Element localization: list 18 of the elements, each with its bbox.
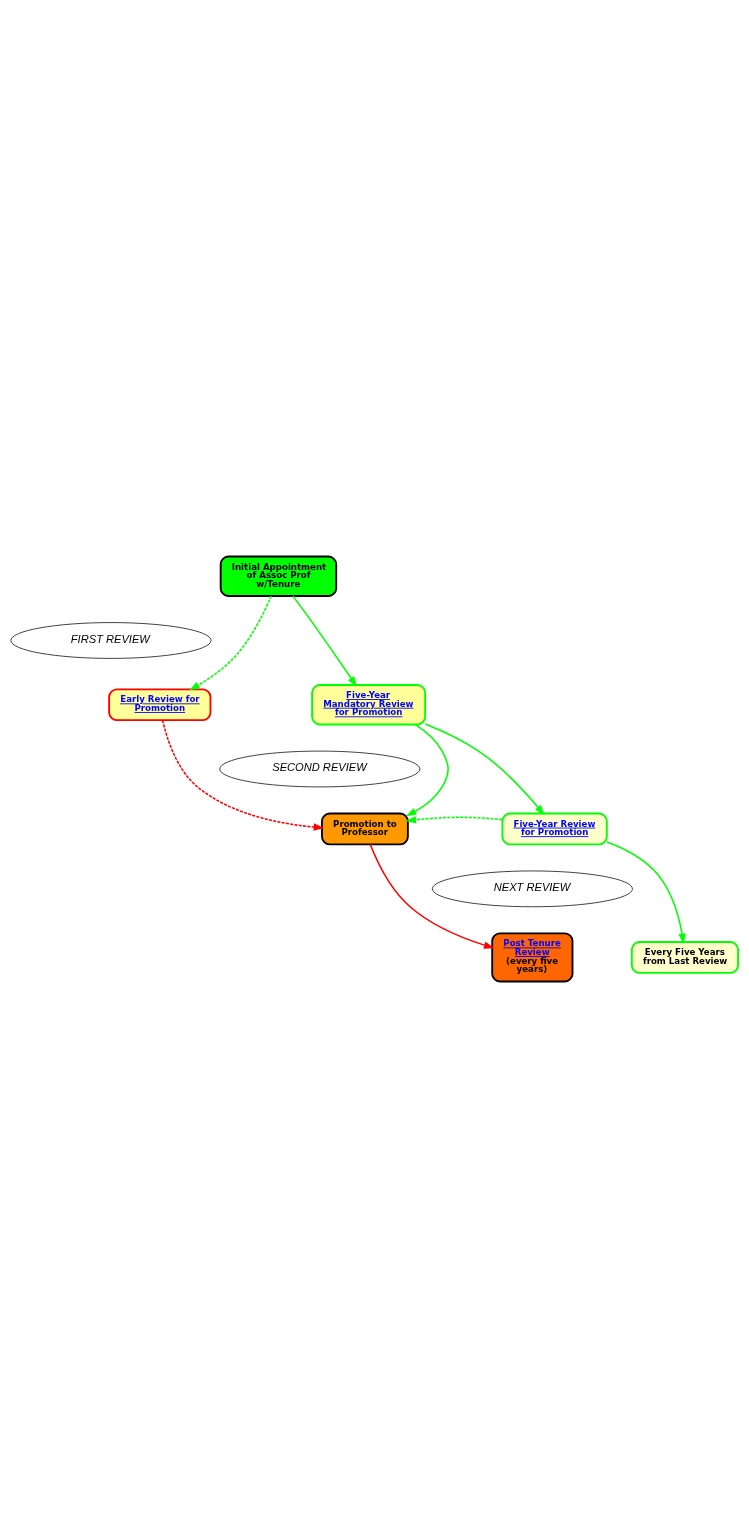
arrow	[161, 719, 325, 831]
arrow	[292, 595, 357, 687]
arrow	[606, 841, 686, 945]
node-box: Early Review for Promotion	[108, 688, 212, 722]
node-ellipse: SECOND REVIEW	[219, 750, 421, 788]
node-box: Initial Appointment of Assoc Prof w/Tenure	[219, 555, 338, 597]
arrow	[369, 843, 495, 949]
node-box: Every Five Years from Last Review	[630, 941, 739, 974]
node-box: Five-Year Mandatory Review for Promotion	[311, 684, 427, 726]
node-box: Post Tenure Review (every five years)	[491, 932, 574, 983]
node-box: Promotion to Professor	[321, 812, 409, 846]
arrow	[424, 723, 545, 816]
arrow	[189, 595, 272, 691]
arrow	[405, 723, 449, 817]
node-box: Five-Year Review for Promotion	[501, 812, 608, 846]
arrow	[405, 816, 503, 824]
node-ellipse: FIRST REVIEW	[10, 622, 212, 659]
node-ellipse: NEXT REVIEW	[431, 870, 633, 908]
